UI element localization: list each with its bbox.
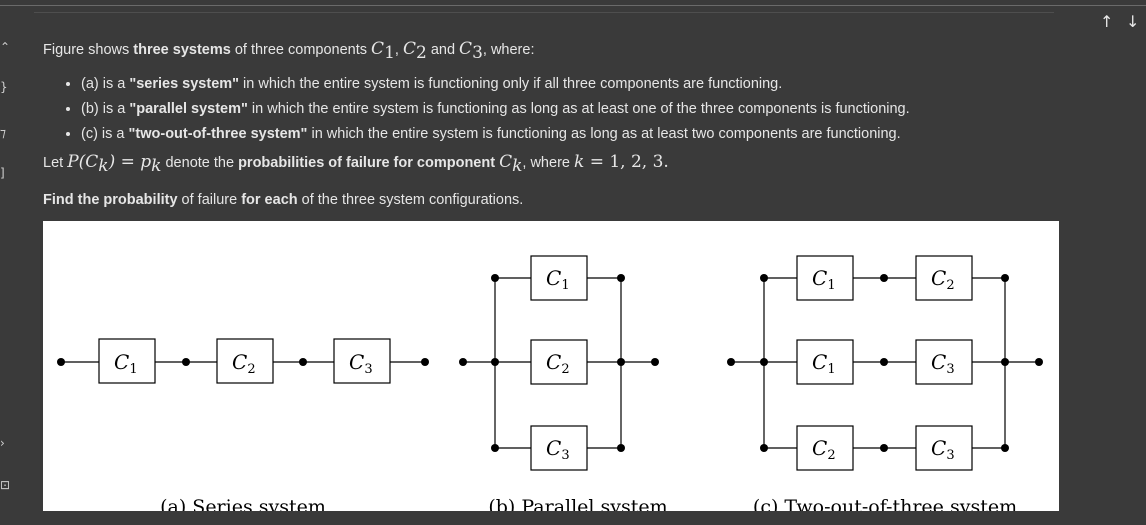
cell-nav: ↑ ↓ — [1096, 12, 1146, 32]
find-line: Find the probability of failure for each… — [43, 191, 524, 208]
component-label: C2 — [546, 350, 570, 377]
text-span: , where: — [482, 42, 535, 58]
math-symbol: C — [459, 39, 473, 59]
math-subscript: 1 — [384, 42, 395, 63]
component-box-c1 — [530, 255, 588, 301]
component-box-c2 — [530, 339, 588, 385]
component-box-c1 — [796, 339, 854, 385]
series-caption: (a) Series system — [160, 496, 326, 511]
problem-text: Figure shows three systems of three comp… — [43, 38, 1053, 211]
toolbar-icon[interactable]: ⁊ — [0, 126, 6, 140]
intro-line: Figure shows three systems of three comp… — [43, 38, 1053, 64]
move-down-icon[interactable]: ↓ — [1126, 12, 1140, 31]
component-box-c3 — [915, 425, 973, 471]
component-label: C3 — [931, 350, 955, 377]
system-list: (a) is a "series system" in which the en… — [43, 72, 1053, 147]
cell-top-border — [34, 12, 1054, 13]
junction-dots — [57, 274, 1043, 452]
component-label: C1 — [812, 266, 836, 293]
component-label: C3 — [931, 436, 955, 463]
text-span: and — [426, 42, 460, 58]
component-box-c1 — [796, 255, 854, 301]
component-label: C2 — [931, 266, 955, 293]
text-span: Figure shows — [43, 42, 134, 58]
component-label: C1 — [114, 350, 138, 377]
toolbar-icon[interactable]: ] — [0, 166, 5, 180]
let-line: Let P(Ck) = pk denote the probabilities … — [43, 151, 669, 176]
toolbar-icon[interactable]: ⊡ — [0, 478, 11, 492]
list-item: (b) is a "parallel system" in which the … — [81, 97, 1053, 122]
component-box-c1 — [98, 338, 156, 384]
component-label: C3 — [546, 436, 570, 463]
component-box-c2 — [796, 425, 854, 471]
component-box-c3 — [915, 339, 973, 385]
component-box-c2 — [216, 338, 274, 384]
component-box-c3 — [530, 425, 588, 471]
component-label: C2 — [812, 436, 836, 463]
system-figure: C1 C2 C3 C1 C2 C3 C1 C2 C1 C3 C2 C3 (a) … — [43, 221, 1059, 511]
top-divider — [0, 5, 1146, 6]
toolbar-icon[interactable]: ⌃ — [0, 40, 11, 54]
component-box-c2 — [915, 255, 973, 301]
list-item: (a) is a "series system" in which the en… — [81, 72, 1053, 97]
system-diagrams: C1 C2 C3 C1 C2 C3 C1 C2 C1 C3 C2 C3 (a) … — [57, 255, 1043, 511]
math-subscript: 2 — [415, 42, 427, 63]
component-label: C1 — [546, 266, 570, 293]
component-box-c3 — [333, 338, 391, 384]
move-up-icon[interactable]: ↑ — [1100, 12, 1114, 31]
parallel-caption: (b) Parallel system — [488, 496, 667, 511]
math-symbol: C — [402, 39, 416, 59]
math-symbol: C — [371, 39, 385, 59]
left-toolbar: ⌃ } ⁊ ] › ⊡ — [0, 0, 14, 525]
toolbar-icon[interactable]: } — [0, 80, 8, 94]
twoofthree-caption: (c) Two-out-of-three system — [753, 496, 1017, 511]
list-item: (c) is a "two-out-of-three system" in wh… — [81, 122, 1053, 147]
toolbar-icon[interactable]: › — [0, 436, 5, 450]
component-label: C1 — [812, 350, 836, 377]
math-subscript: 3 — [472, 42, 483, 63]
bottom-bar — [0, 511, 1146, 525]
text-span: , — [394, 42, 403, 58]
component-label: C3 — [349, 350, 373, 377]
bold-text: three systems — [133, 42, 231, 58]
text-span: of three components — [230, 42, 372, 58]
component-label: C2 — [232, 350, 256, 377]
